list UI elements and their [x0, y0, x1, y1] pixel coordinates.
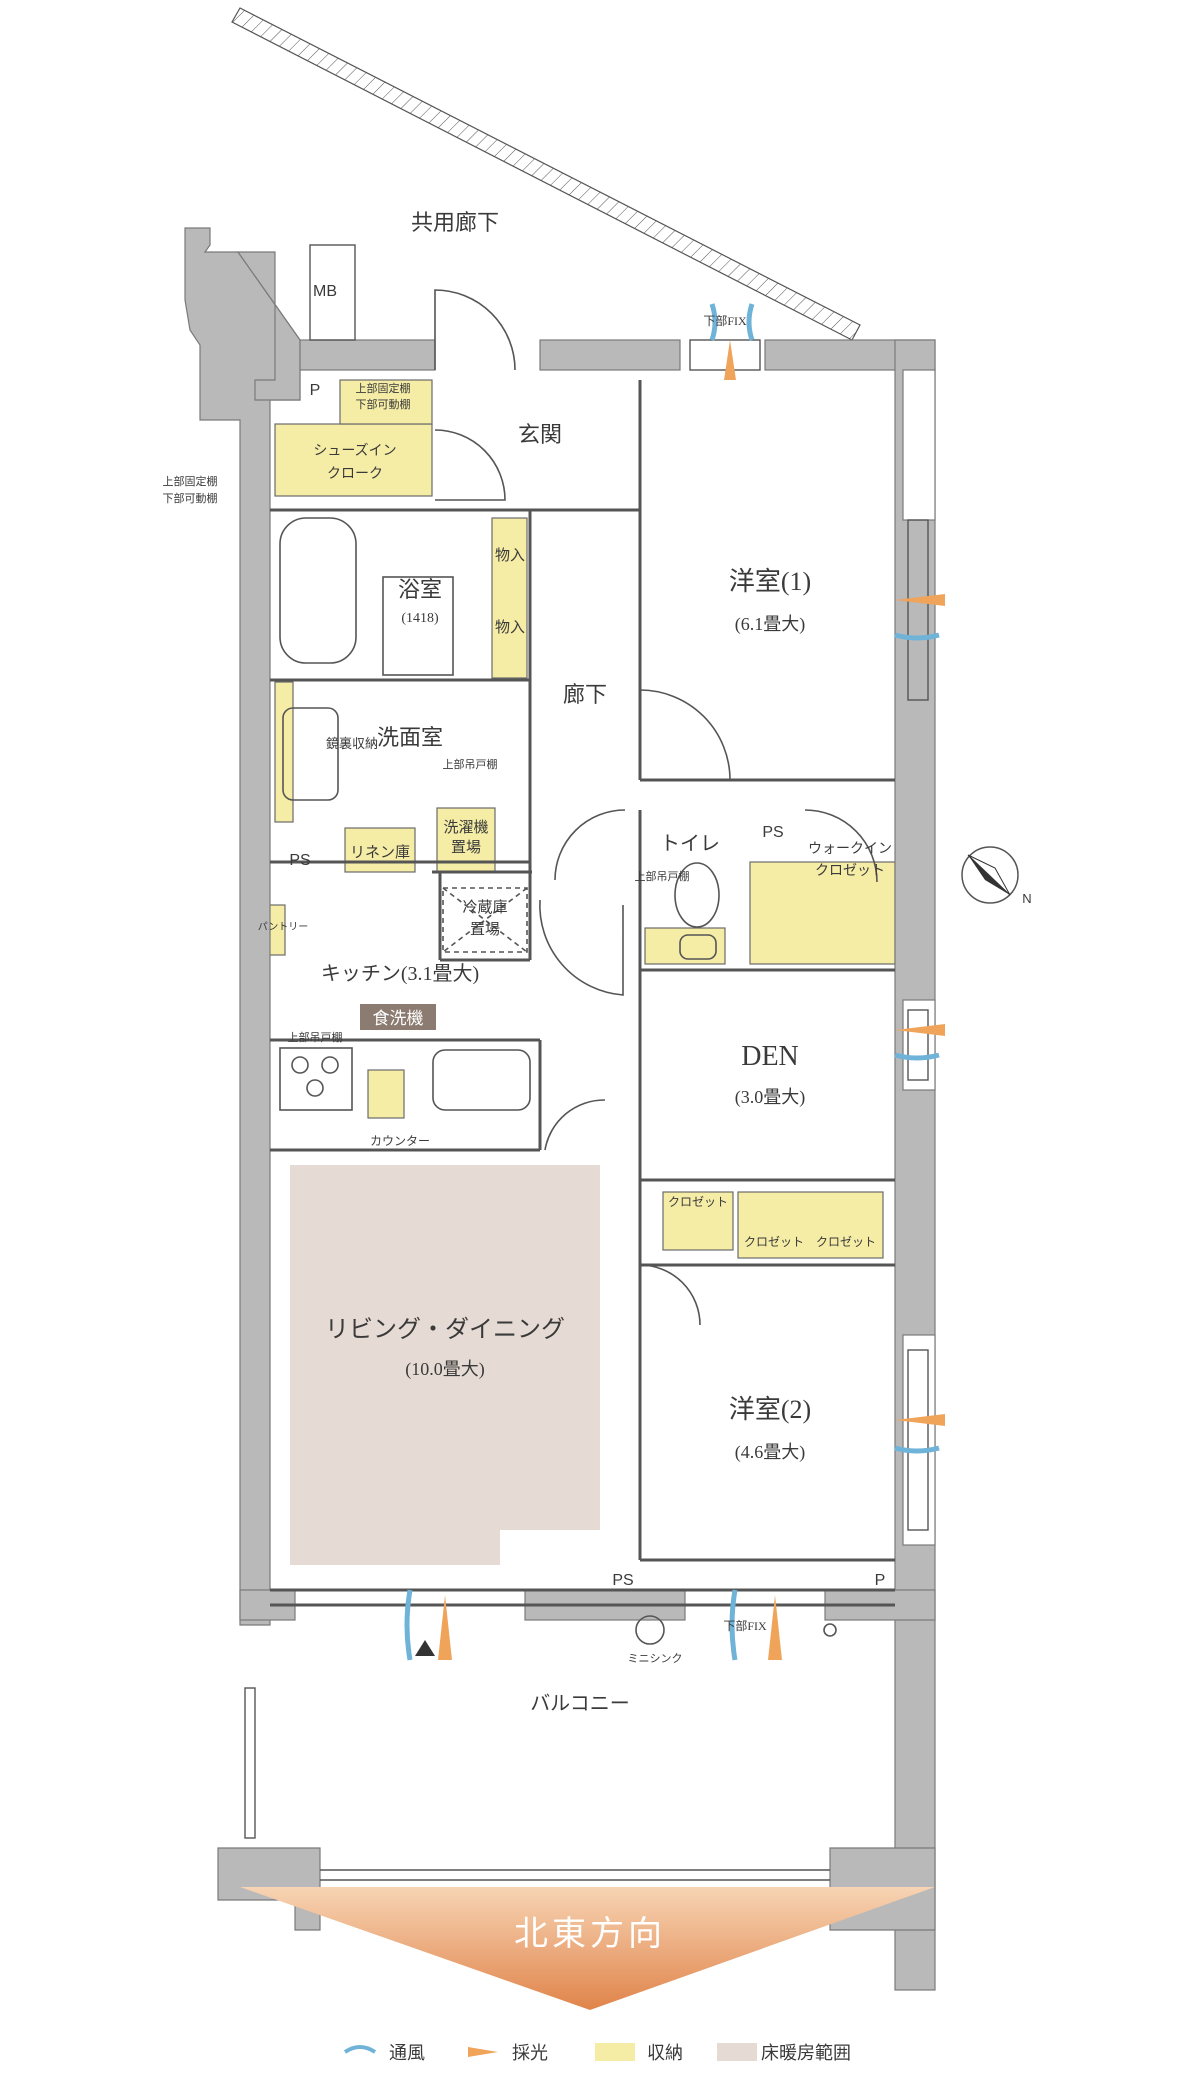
labels: 共用廊下 MB 下部FIX P 上部固定棚 下部可動棚 シューズイン クローク … — [163, 210, 1032, 2063]
label-ps-left: PS — [289, 852, 310, 869]
label-washing-machine-1: 洗濯機 — [443, 819, 488, 836]
label-hallway: 廊下 — [563, 682, 607, 707]
legend-daylight-label: 採光 — [512, 2043, 548, 2063]
legend-floor-heating-label: 床暖房範囲 — [761, 2043, 851, 2063]
label-closet-w2a: クロゼット — [744, 1235, 804, 1249]
label-den-size: (3.0畳大) — [735, 1087, 806, 1108]
direction-arrow — [240, 1887, 935, 2010]
structural-walls — [184, 227, 936, 1991]
legend-storage-swatch — [595, 2043, 635, 2061]
label-storage-2: 物入 — [495, 619, 525, 636]
label-p-bottom: P — [875, 1572, 886, 1589]
label-living-size: (10.0畳大) — [405, 1359, 485, 1380]
label-western2-size: (4.6畳大) — [735, 1442, 806, 1463]
floor-heating-area — [290, 1165, 600, 1565]
legend-daylight-swatch — [468, 2047, 498, 2057]
dishwasher-badge — [360, 1004, 436, 1030]
storage-areas — [266, 379, 896, 1259]
label-walk-in-1: ウォークイン — [808, 841, 892, 857]
label-toilet: トイレ — [660, 833, 720, 855]
label-fix-top: 下部FIX — [703, 313, 747, 328]
label-western1: 洋室(1) — [729, 567, 811, 596]
label-bath: 浴室 — [398, 577, 442, 602]
label-den: DEN — [741, 1041, 799, 1072]
label-entrance: 玄関 — [518, 422, 562, 447]
label-counter: カウンター — [370, 1134, 430, 1148]
legend-ventilation-label: 通風 — [389, 2043, 425, 2063]
label-shelf-left-2: 下部可動棚 — [163, 491, 218, 505]
legend-floor-heating-swatch — [717, 2043, 757, 2061]
label-washing-machine-2: 置場 — [451, 839, 481, 856]
label-p-top: P — [310, 382, 321, 399]
label-western1-size: (6.1畳大) — [735, 614, 806, 635]
label-fridge-1: 冷蔵庫 — [462, 899, 507, 916]
label-upper-cabinet-wash: 上部吊戸棚 — [443, 757, 498, 771]
label-mirror-storage: 鏡裏収納 — [326, 736, 378, 751]
fixtures — [279, 289, 878, 1645]
label-storage-1: 物入 — [495, 547, 525, 564]
label-walk-in-2: クロゼット — [815, 863, 885, 879]
label-western2: 洋室(2) — [729, 1395, 811, 1424]
label-upper-cabinet-kitchen: 上部吊戸棚 — [288, 1030, 343, 1044]
compass-icon — [961, 846, 1019, 904]
label-shoes-in-1: シューズイン — [313, 443, 396, 459]
label-kitchen: キッチン(3.1畳大) — [321, 962, 479, 985]
label-common-corridor: 共用廊下 — [411, 210, 499, 235]
label-compass-n: N — [1022, 891, 1031, 906]
ventilation-daylight-symbols — [404, 303, 945, 1661]
label-closet-w2b: クロゼット — [816, 1235, 876, 1249]
label-toilet-cabinet: 上部吊戸棚 — [635, 869, 690, 883]
label-shoes-in-2: クローク — [327, 466, 383, 482]
label-ps-bottom: PS — [612, 1572, 633, 1589]
label-dishwasher: 食洗機 — [373, 1009, 424, 1028]
label-fix-bottom: 下部FIX — [723, 1618, 767, 1633]
label-closet-den: クロゼット — [668, 1195, 728, 1209]
label-mb: MB — [313, 283, 337, 300]
label-linen: リネン庫 — [350, 844, 410, 861]
label-mini-sink: ミニシンク — [628, 1652, 683, 1665]
label-fridge-2: 置場 — [470, 921, 500, 938]
label-direction: 北東方向 — [514, 1915, 666, 1953]
label-bath-size: (1418) — [401, 611, 439, 626]
balcony-and-windows — [244, 244, 929, 1881]
legend-ventilation-swatch — [343, 2045, 377, 2054]
legend-graphics — [343, 2043, 757, 2061]
label-shelf-top-1: 上部固定棚 — [356, 381, 411, 395]
legend-storage-label: 収納 — [647, 2043, 683, 2063]
label-living: リビング・ダイニング — [325, 1316, 565, 1343]
label-balcony: バルコニー — [530, 1693, 630, 1715]
label-ps-toilet: PS — [762, 824, 783, 841]
label-washroom: 洗面室 — [377, 725, 443, 750]
label-shelf-top-2: 下部可動棚 — [356, 397, 411, 411]
label-shelf-left-1: 上部固定棚 — [163, 474, 218, 488]
label-pantry: パントリー — [258, 921, 309, 933]
